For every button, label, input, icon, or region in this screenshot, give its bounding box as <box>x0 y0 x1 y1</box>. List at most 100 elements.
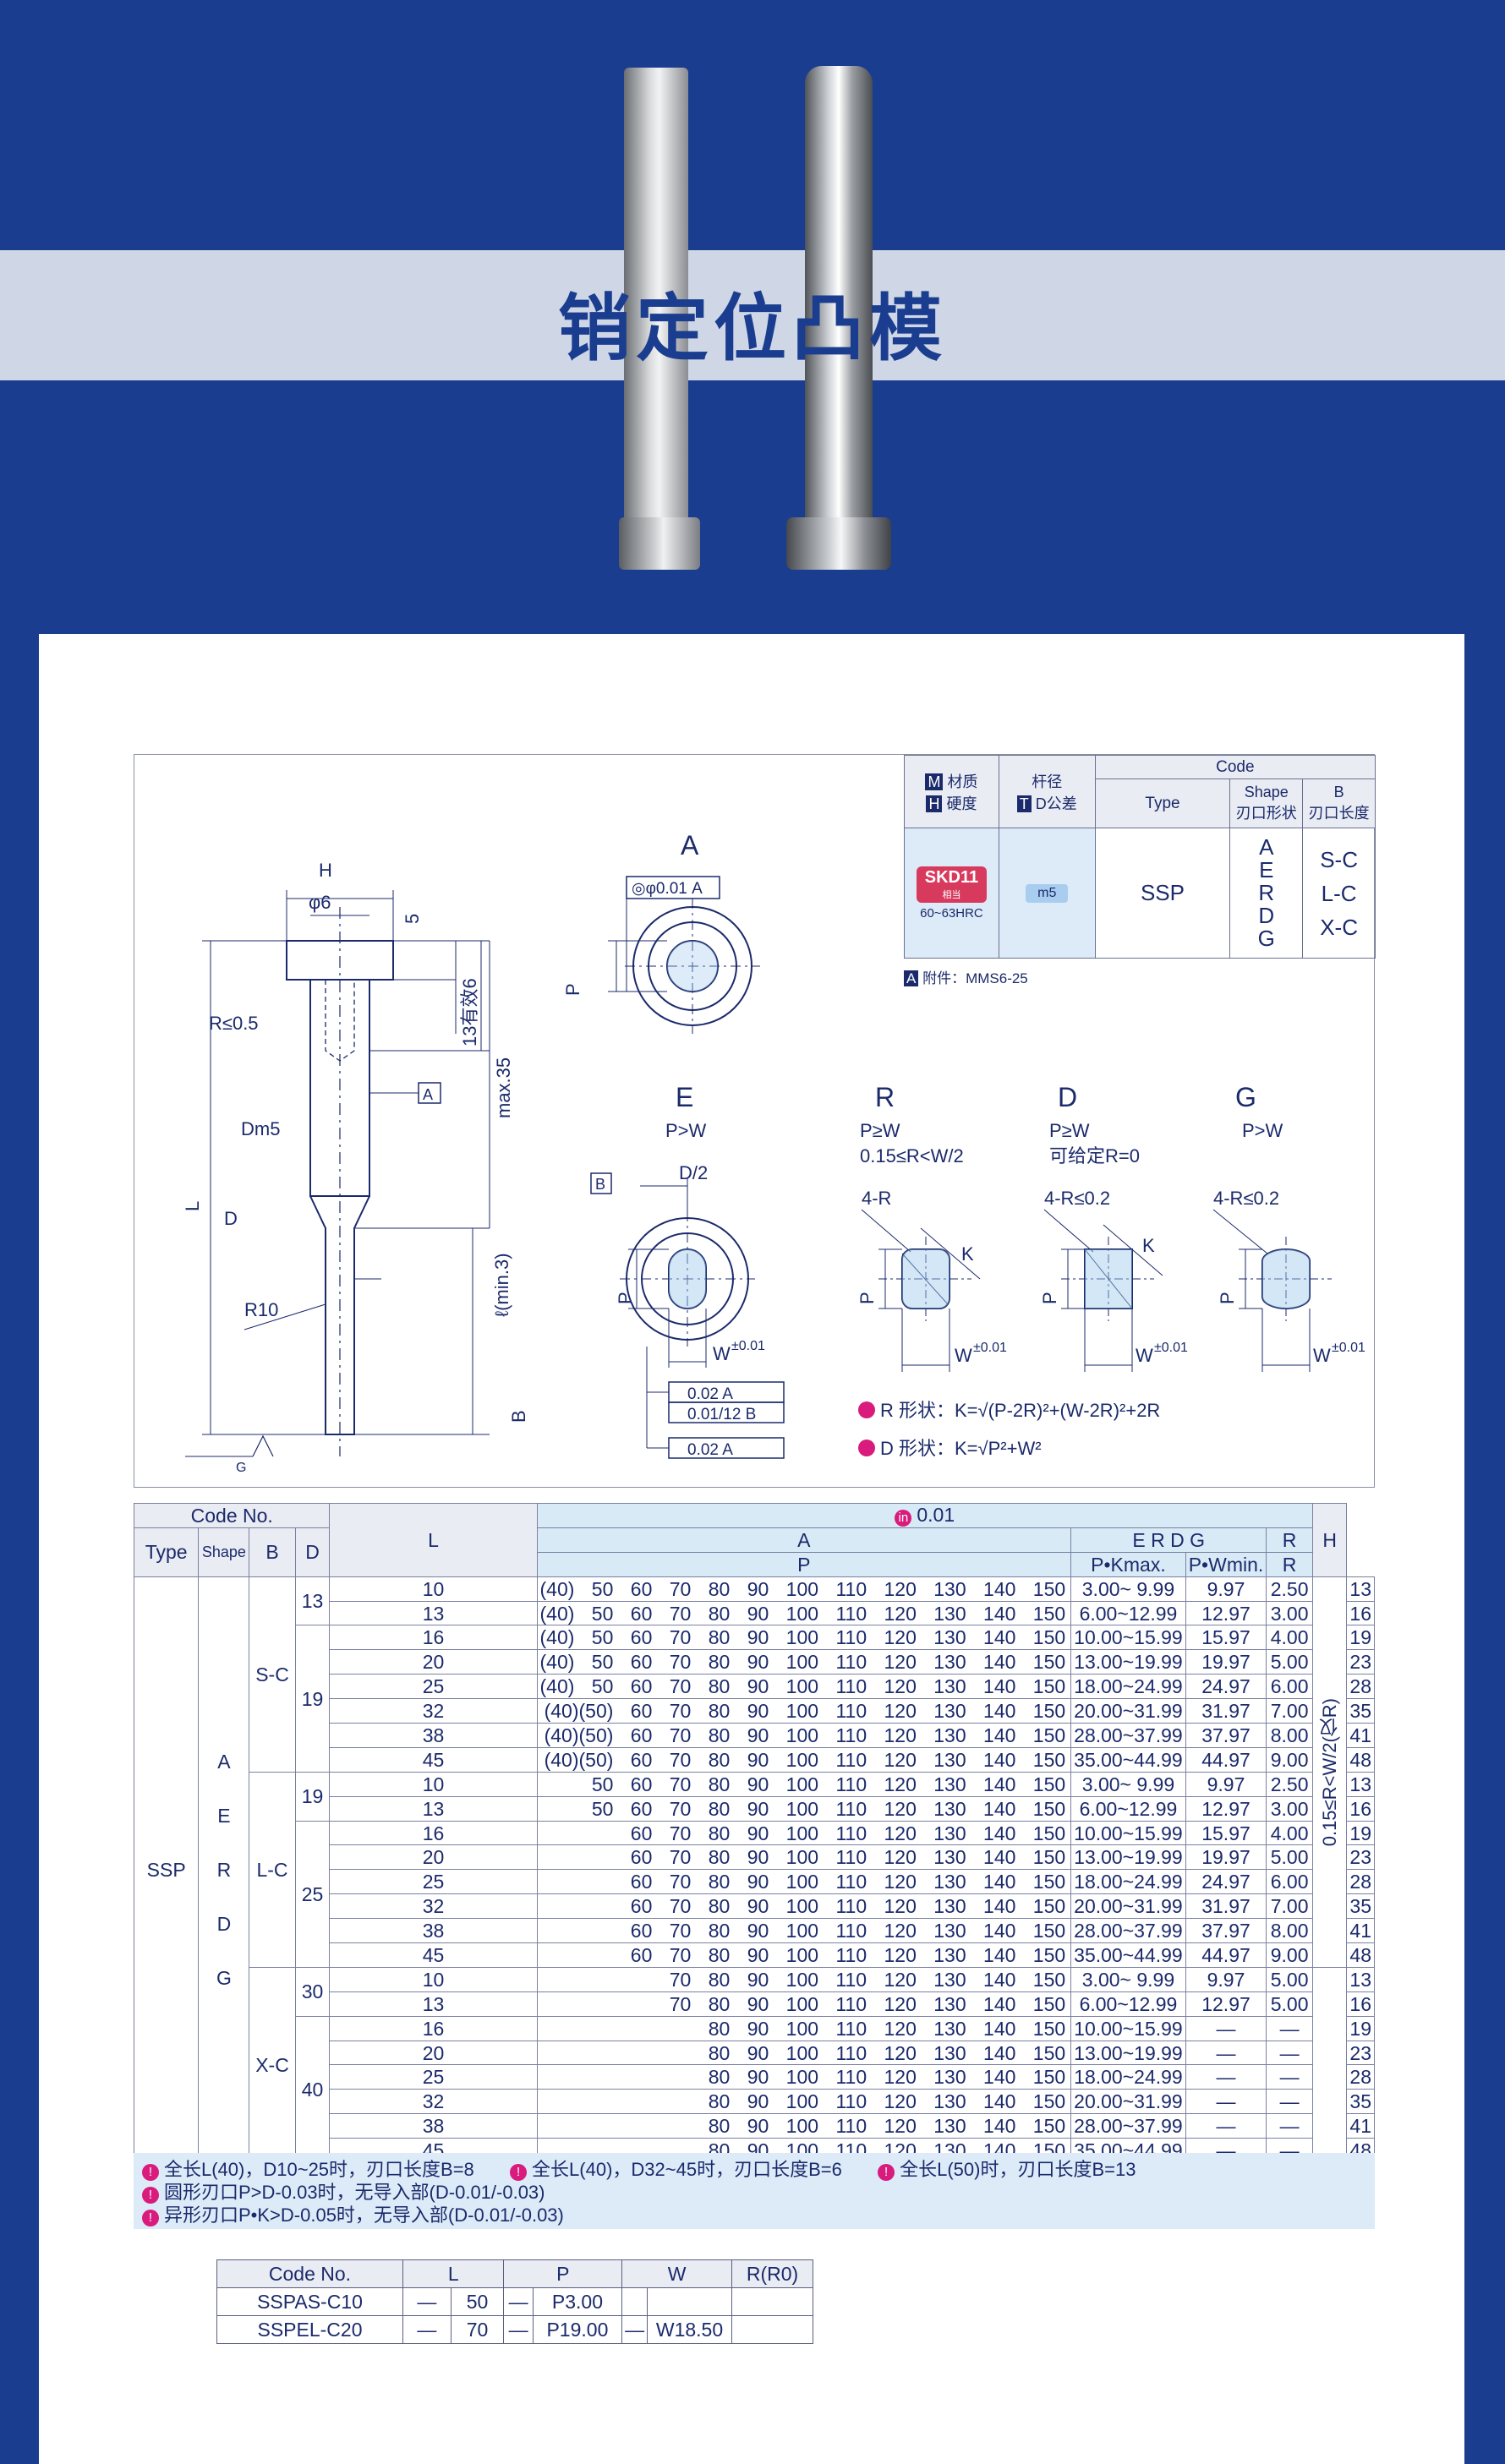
cell-l: 60 70 80 90 100 110 120 130 140 150 <box>536 1942 1072 1968</box>
cell-l: 70 80 90 100 110 120 130 140 150 <box>536 1966 1072 1992</box>
cell-b: 13 <box>294 1576 331 1626</box>
cell-length-group: S-C <box>249 1576 296 1773</box>
badge-a: A <box>904 970 919 986</box>
ct-r2-w: W18.50 <box>647 2315 732 2344</box>
datum-b: B <box>595 1176 605 1193</box>
cell-d: 25 <box>329 2064 538 2090</box>
view-d-k: K <box>1142 1235 1155 1256</box>
material-label: 材质 <box>947 773 978 790</box>
cell-h: 19 <box>1346 1820 1375 1846</box>
cell-b: 30 <box>294 1966 331 2017</box>
cell-shape-value: A <box>217 1750 231 1773</box>
cell-k: 31.97 <box>1185 1893 1267 1920</box>
ct-r2-l: 70 <box>450 2315 505 2344</box>
cell-k: 24.97 <box>1185 1674 1267 1700</box>
cell-h: 13 <box>1346 1966 1375 1992</box>
cell-l: 80 90 100 110 120 130 140 150 <box>536 2064 1072 2090</box>
dim-phi6: φ6 <box>309 892 331 913</box>
cell-k: — <box>1185 2113 1267 2139</box>
accessory-text: 附件：MMS6-25 <box>922 970 1028 986</box>
cell-d: 10 <box>329 1966 538 1992</box>
concentricity: ◎φ0.01 A <box>632 880 703 898</box>
cell-d: 45 <box>329 1746 538 1773</box>
dim-5: 5 <box>402 914 423 924</box>
cell-l: (40) 50 60 70 80 90 100 110 120 130 140 … <box>536 1576 1072 1602</box>
cell-k: — <box>1185 2089 1267 2115</box>
r-range-text: 0.15≤R<W/2(仅R) <box>1318 1697 1340 1846</box>
cell-length-group: X-C <box>249 1966 296 2164</box>
hardness-label: 硬度 <box>946 795 977 812</box>
dim-g: G <box>236 1461 246 1475</box>
dim-max35: max.35 <box>493 1057 514 1118</box>
cell-h: 41 <box>1346 1723 1375 1748</box>
badge-m: M <box>925 773 944 790</box>
cell-w: — <box>1266 2015 1313 2041</box>
punch-image-left <box>624 68 688 541</box>
shank-label: 杆径 <box>1032 773 1063 790</box>
cond-e: P>W <box>665 1120 707 1141</box>
cell-l: 80 90 100 110 120 130 140 150 <box>536 2015 1072 2041</box>
cell-h: 35 <box>1346 1893 1375 1920</box>
table-row: 20(40) 50 60 70 80 90 100 110 120 130 14… <box>134 1649 1375 1675</box>
cell-shape-value: E <box>217 1804 231 1827</box>
length-lc: L-C <box>1321 880 1357 906</box>
tol-box-3: 0.02 A <box>687 1441 733 1459</box>
cell-p: 10.00~15.99 <box>1070 1625 1186 1651</box>
type-value: SSP <box>1094 828 1231 959</box>
technical-drawing: H φ6 5 13有效6 max.35 R≤0.5 Dm5 L D R10 ℓ(… <box>134 754 1376 1488</box>
drawing-svg: H φ6 5 13有效6 max.35 R≤0.5 Dm5 L D R10 ℓ(… <box>182 830 1365 1475</box>
view-d-p: P <box>1039 1292 1060 1304</box>
cell-l: 50 60 70 80 90 100 110 120 130 140 150 <box>536 1795 1072 1822</box>
cell-d: 16 <box>329 1820 538 1846</box>
th-type: Type <box>133 1527 200 1577</box>
cell-l: (40)(50) 60 70 80 90 100 110 120 130 140… <box>536 1698 1072 1724</box>
cell-w: — <box>1266 2064 1313 2090</box>
cell-p: 18.00~24.99 <box>1070 1869 1186 1895</box>
cell-d: 45 <box>329 1942 538 1968</box>
cell-d: 38 <box>329 1723 538 1748</box>
cell-p: 3.00~ 9.99 <box>1070 1576 1186 1602</box>
cell-k: — <box>1185 2064 1267 2090</box>
cell-l: (40)(50) 60 70 80 90 100 110 120 130 140… <box>536 1746 1072 1773</box>
th-h: H <box>1311 1503 1348 1577</box>
cell-h: 23 <box>1346 1649 1375 1675</box>
dim-lmin: ℓ(min.3) <box>491 1253 512 1317</box>
dim-dm5: Dm5 <box>241 1118 280 1139</box>
cell-w: 5.00 <box>1266 1966 1313 1992</box>
th-code-no: Code No. <box>133 1503 331 1528</box>
cell-r-range: 0.15≤R<W/2(仅R) <box>1311 1576 1348 1968</box>
ct-r2-code: SSPEL-C20 <box>216 2315 403 2344</box>
ct-h-code: Code No. <box>216 2259 403 2288</box>
cell-h: 28 <box>1346 1869 1375 1895</box>
cell-shape-value: G <box>216 1966 232 1989</box>
shape-g: G <box>1257 926 1275 951</box>
cell-w: 7.00 <box>1266 1698 1313 1724</box>
cell-p: 35.00~44.99 <box>1070 1942 1186 1968</box>
cell-d: 10 <box>329 1771 538 1797</box>
note-5: 异形刃口P•K>D-0.05时，无导入部(D-0.01/-0.03) <box>164 2204 564 2226</box>
cell-k: 15.97 <box>1185 1820 1267 1846</box>
cell-h: 48 <box>1346 1942 1375 1968</box>
cell-p: 18.00~24.99 <box>1070 2064 1186 2090</box>
cell-l: 60 70 80 90 100 110 120 130 140 150 <box>536 1844 1072 1871</box>
cell-type: SSP <box>133 1576 200 2164</box>
cell-p: 28.00~37.99 <box>1070 1723 1186 1748</box>
cell-k: 19.97 <box>1185 1844 1267 1871</box>
view-r-p: P <box>856 1292 878 1304</box>
cell-r-empty <box>1311 1966 1348 2164</box>
cell-h: 19 <box>1346 1625 1375 1651</box>
ct-r2-p: P19.00 <box>532 2315 623 2344</box>
cell-k: 9.97 <box>1185 1576 1267 1602</box>
cell-h: 41 <box>1346 2113 1375 2139</box>
cell-p: 20.00~31.99 <box>1070 2089 1186 2115</box>
cell-w: — <box>1266 2089 1313 2115</box>
cell-k: — <box>1185 2015 1267 2041</box>
cell-w: 7.00 <box>1266 1893 1313 1920</box>
cell-p: 20.00~31.99 <box>1070 1893 1186 1920</box>
